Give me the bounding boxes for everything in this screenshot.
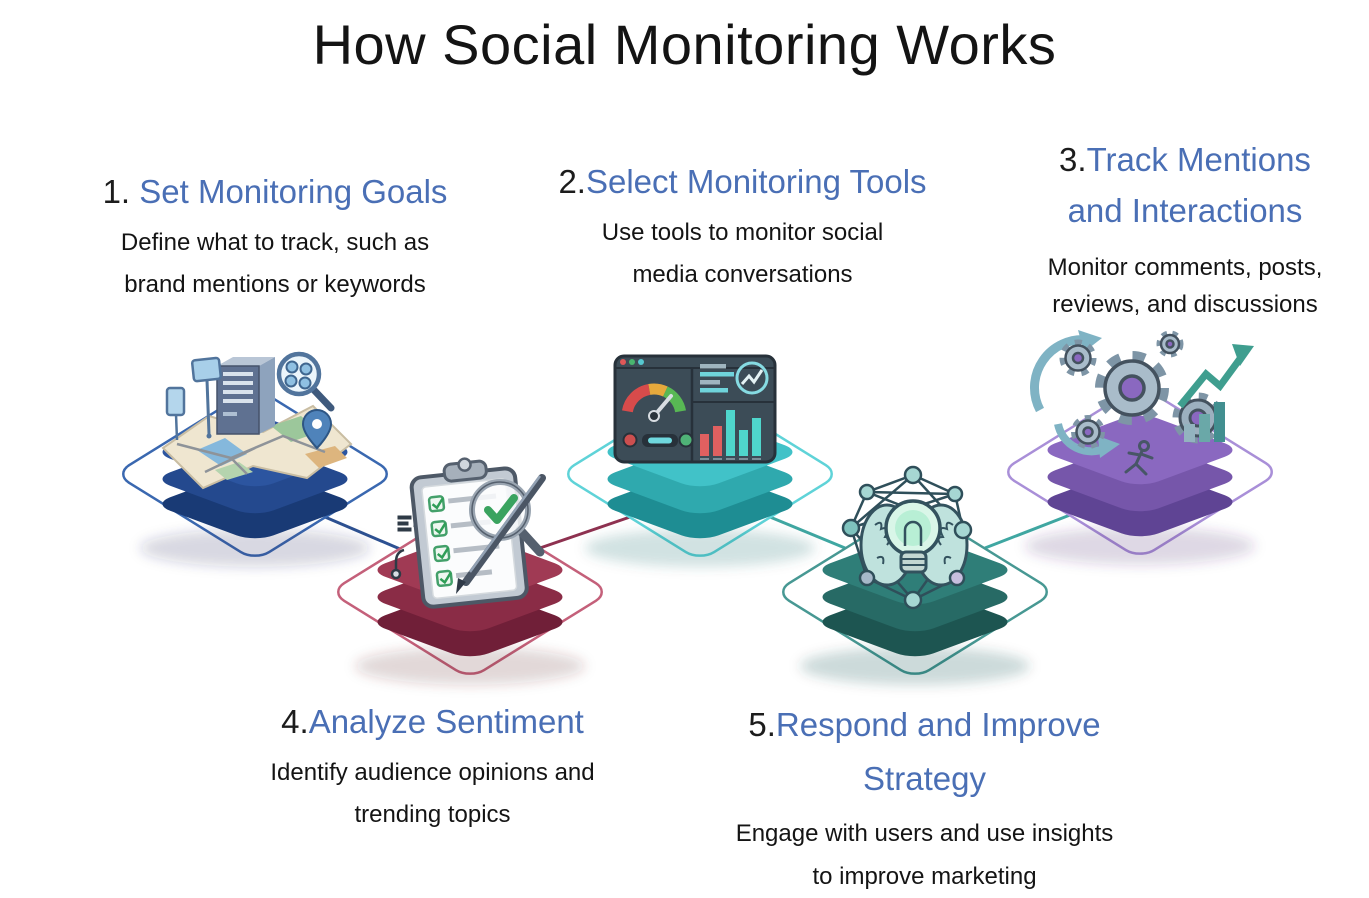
connector-step4-step2 [539,515,631,550]
server-icon [216,357,275,435]
gauge-dashboard-platform-icon [613,354,777,464]
step-5-number: 5. [748,706,776,743]
step-2-description: Use tools to monitor social media convers… [500,212,985,296]
platform-3-shadow [1025,527,1255,565]
step-1-desc-line1: Define what to track, such as [120,229,430,256]
gear-icon-small [1059,339,1097,377]
growth-chart-icon [1177,344,1254,442]
step-5-description: Engage with users and use insights to imp… [672,812,1177,898]
gears-growth-platform-icon [1030,330,1254,476]
window-dot-red [620,359,626,365]
step-4-description: Identify audience opinions and trending t… [205,752,660,836]
network-nodes [841,465,973,610]
step-4-title-text: Analyze Sentiment [308,703,584,740]
step-1-label: 1. Set Monitoring Goals Define what to t… [55,170,495,306]
step-1-title: 1. Set Monitoring Goals [55,170,495,214]
step-5-desc-line2: to improve marketing [812,863,1037,890]
platform-5-outline [775,505,1055,679]
step-4-desc-line1: Identify audience opinions and [270,759,595,786]
dashboard-panel [613,354,777,464]
gear-icon-tiny [1071,415,1105,449]
step-2-label: 2.Select Monitoring Tools Use tools to m… [500,160,985,296]
step-4-number: 4. [281,703,309,740]
platform-step-2 [560,354,840,567]
step-1-number: 1. [102,173,140,210]
map-location-platform-icon [161,351,353,490]
window-dot-green [629,359,635,365]
sign-board-icon [165,356,222,441]
magnifier-audience-icon [276,351,335,412]
bar-chart-icon [700,410,761,460]
connector-step1-step4 [324,515,401,551]
step-3-title-text: Track Mentions [1086,141,1311,178]
location-pin-icon [301,408,333,450]
map-roads [176,434,326,475]
step-5-desc-line1: Engage with users and use insights [735,820,1114,847]
step-3-number: 3. [1059,141,1087,178]
lightbulb-icon [884,499,942,574]
step-4-label: 4.Analyze Sentiment Identify audience op… [205,700,660,836]
step-2-number: 2. [558,163,586,200]
step-3-title: 3.Track Mentions and Interactions [1005,134,1365,236]
report-lines [700,364,734,393]
step-2-desc-line2: media conversations [632,261,853,288]
gear-icon-large [1095,351,1169,425]
step-1-title-text: Set Monitoring Goals [139,173,448,210]
step-3-description: Monitor comments, posts, reviews, and dis… [1005,249,1365,323]
runner-icon [1124,440,1154,476]
connector-step5-step3 [984,513,1071,550]
step-3-desc-line2: reviews, and discussions [1052,291,1318,318]
step-1-desc-line2: brand mentions or keywords [124,271,426,298]
page-title: How Social Monitoring Works [312,13,1057,76]
brain-network-platform-icon [841,465,973,610]
platform-step-5 [775,465,1055,685]
window-dot-teal [638,359,644,365]
gear-icon-top [1156,330,1184,358]
step-4-title: 4.Analyze Sentiment [205,700,660,744]
dashboard-controls [622,432,694,448]
step-2-desc-line1: Use tools to monitor social [601,219,884,246]
step-3-title-text-line2: and Interactions [1067,192,1303,229]
platform-step-3 [1000,330,1280,565]
step-5-title-text: Respond and Improve [775,706,1101,743]
trend-circle-icon [735,361,769,395]
step-3-desc-line1: Monitor comments, posts, [1047,254,1323,281]
pen-icon [456,474,546,594]
platform-step-4 [330,457,610,685]
step-4-desc-line2: trending topics [354,801,511,828]
step-5-title-text-line2: Strategy [863,760,986,797]
gauge-icon [621,383,687,422]
step-3-label: 3.Track Mentions and Interactions Monitor… [1005,134,1365,323]
clipboard-checklist-platform-icon [390,457,546,609]
platform-5-shadow [800,647,1030,685]
step-2-title-text: Select Monitoring Tools [585,163,927,200]
platform-step-1 [115,351,395,567]
platform-1-shadow [140,529,370,567]
step-2-title: 2.Select Monitoring Tools [500,160,985,204]
connector-step2-step5 [769,515,846,550]
platform-4-shadow [355,647,585,685]
platform-2-shadow [585,529,815,567]
green-check-icon [484,494,518,524]
connector-lines [324,513,1071,551]
step-1-description: Define what to track, such as brand menti… [55,222,495,306]
